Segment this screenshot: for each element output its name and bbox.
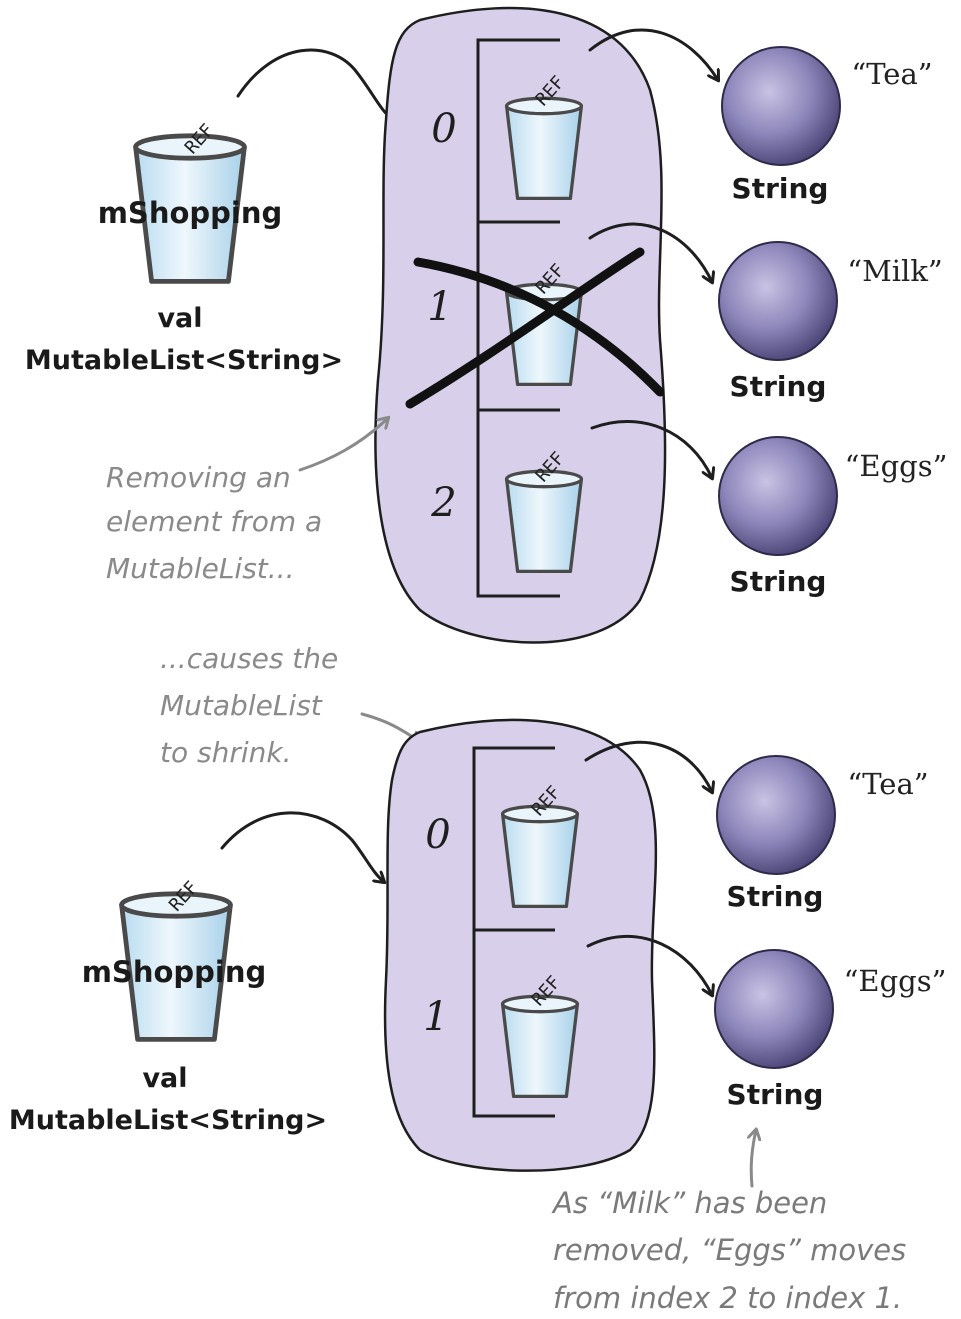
cup-icon xyxy=(507,471,582,571)
string-object-milk: “Milk” String xyxy=(719,242,943,403)
object-type: String xyxy=(730,565,827,598)
before-section: REF mShopping val MutableList<String> 0 … xyxy=(25,8,948,642)
object-value: “Tea” xyxy=(847,767,928,801)
arrow-icon xyxy=(222,813,384,882)
removing-note: Removing an element from a MutableList..… xyxy=(106,418,388,585)
arrow-icon xyxy=(238,50,398,124)
object-value: “Milk” xyxy=(847,254,942,288)
note-line: from index 2 to index 1. xyxy=(553,1281,902,1315)
note-line: Removing an xyxy=(106,461,291,494)
cup-icon xyxy=(507,98,582,198)
variable-keyword: val xyxy=(157,303,202,334)
note-line: As “Milk” has been xyxy=(551,1186,827,1220)
slot-index: 0 xyxy=(425,812,450,858)
shrink-note: ...causes the MutableList to shrink. xyxy=(160,642,420,769)
variable-keyword: val xyxy=(142,1063,187,1094)
object-sphere-icon xyxy=(719,242,837,360)
object-sphere-icon xyxy=(719,437,837,555)
after-section: REF mShopping val MutableList<String> 0 … xyxy=(9,720,947,1315)
variable-type: MutableList<String> xyxy=(9,1105,327,1136)
cup-icon xyxy=(503,806,578,906)
string-object-tea: “Tea” String xyxy=(722,47,933,205)
slot-index: 1 xyxy=(423,994,448,1040)
mutable-list-object xyxy=(385,720,656,1171)
slot-index: 1 xyxy=(427,284,452,330)
note-line: MutableList... xyxy=(106,552,294,585)
note-line: element from a xyxy=(106,505,322,538)
object-value: “Tea” xyxy=(851,57,932,91)
object-type: String xyxy=(732,172,829,205)
variable-before: REF mShopping val MutableList<String> xyxy=(25,50,398,376)
object-type: String xyxy=(727,880,824,913)
note-line: MutableList xyxy=(160,689,323,722)
object-sphere-icon xyxy=(715,950,833,1068)
cup-icon xyxy=(503,996,578,1096)
slot-index: 0 xyxy=(431,106,456,152)
object-sphere-icon xyxy=(717,756,835,874)
note-line: removed, “Eggs” moves xyxy=(553,1233,906,1267)
string-object-tea: “Tea” String xyxy=(717,756,929,913)
object-type: String xyxy=(730,370,827,403)
variable-type: MutableList<String> xyxy=(25,345,343,376)
object-sphere-icon xyxy=(722,47,840,165)
note-line: to shrink. xyxy=(160,736,292,769)
object-type: String xyxy=(727,1078,824,1111)
object-value: “Eggs” xyxy=(845,449,948,483)
slot-index: 2 xyxy=(430,480,456,526)
variable-name: mShopping xyxy=(98,196,283,230)
note-line: ...causes the xyxy=(160,642,338,675)
object-value: “Eggs” xyxy=(844,964,947,998)
variable-name: mShopping xyxy=(82,955,267,989)
string-object-eggs: “Eggs” String xyxy=(715,950,946,1111)
string-object-eggs: “Eggs” String xyxy=(719,437,947,598)
variable-after: REF mShopping val MutableList<String> xyxy=(9,813,384,1136)
arrow-icon xyxy=(751,1130,756,1186)
